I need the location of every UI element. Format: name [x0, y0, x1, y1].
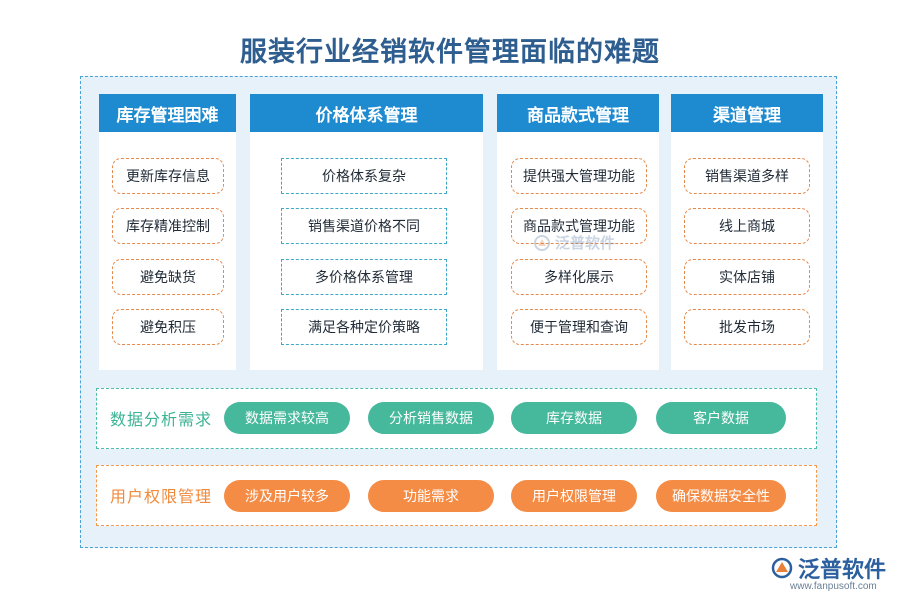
column-item: 线上商城	[684, 208, 810, 244]
column-item: 便于管理和查询	[511, 309, 647, 345]
band-pill: 涉及用户较多	[224, 480, 350, 512]
band-data-analysis: 数据分析需求 数据需求较高 分析销售数据 库存数据 客户数据	[96, 388, 817, 449]
column-item: 销售渠道价格不同	[281, 208, 447, 244]
band-pill: 库存数据	[511, 402, 637, 434]
column-pricing: 价格体系管理 价格体系复杂 销售渠道价格不同 多价格体系管理 满足各种定价策略	[250, 94, 483, 370]
column-item: 提供强大管理功能	[511, 158, 647, 194]
column-header-channels: 渠道管理	[671, 94, 823, 132]
band-pill: 用户权限管理	[511, 480, 637, 512]
band-pill: 分析销售数据	[368, 402, 494, 434]
column-item: 避免积压	[112, 309, 224, 345]
brand-logo: 泛普软件	[770, 552, 886, 584]
band-label-data-analysis: 数据分析需求	[110, 410, 213, 429]
column-header-styles: 商品款式管理	[497, 94, 659, 132]
column-item: 多样化展示	[511, 259, 647, 295]
column-item: 批发市场	[684, 309, 810, 345]
column-item: 多价格体系管理	[281, 259, 447, 295]
watermark: 泛普软件	[533, 232, 615, 253]
band-pill: 数据需求较高	[224, 402, 350, 434]
column-item: 库存精准控制	[112, 208, 224, 244]
column-item: 满足各种定价策略	[281, 309, 447, 345]
column-styles: 商品款式管理 提供强大管理功能 商品款式管理功能 多样化展示 便于管理和查询	[497, 94, 659, 370]
brand-url: www.fanpusoft.com	[790, 581, 877, 592]
band-label-user-permission: 用户权限管理	[110, 487, 213, 506]
column-channels: 渠道管理 销售渠道多样 线上商城 实体店铺 批发市场	[671, 94, 823, 370]
column-item: 更新库存信息	[112, 158, 224, 194]
diagram-title: 服装行业经销软件管理面临的难题	[240, 37, 660, 68]
column-item: 商品款式管理功能	[511, 208, 647, 244]
column-header-inventory: 库存管理困难	[99, 94, 236, 132]
band-user-permission: 用户权限管理 涉及用户较多 功能需求 用户权限管理 确保数据安全性	[96, 465, 817, 526]
band-pill: 客户数据	[656, 402, 786, 434]
band-pill: 确保数据安全性	[656, 480, 786, 512]
column-item: 避免缺货	[112, 259, 224, 295]
column-header-pricing: 价格体系管理	[250, 94, 483, 132]
fanpu-logo-icon	[771, 557, 793, 579]
watermark-text: 泛普软件	[555, 234, 616, 252]
brand-name: 泛普软件	[798, 558, 887, 583]
column-inventory: 库存管理困难 更新库存信息 库存精准控制 避免缺货 避免积压	[99, 94, 236, 370]
column-item: 价格体系复杂	[281, 158, 447, 194]
column-item: 实体店铺	[684, 259, 810, 295]
band-pill: 功能需求	[368, 480, 494, 512]
fanpu-watermark-icon	[534, 234, 550, 251]
column-item: 销售渠道多样	[684, 158, 810, 194]
